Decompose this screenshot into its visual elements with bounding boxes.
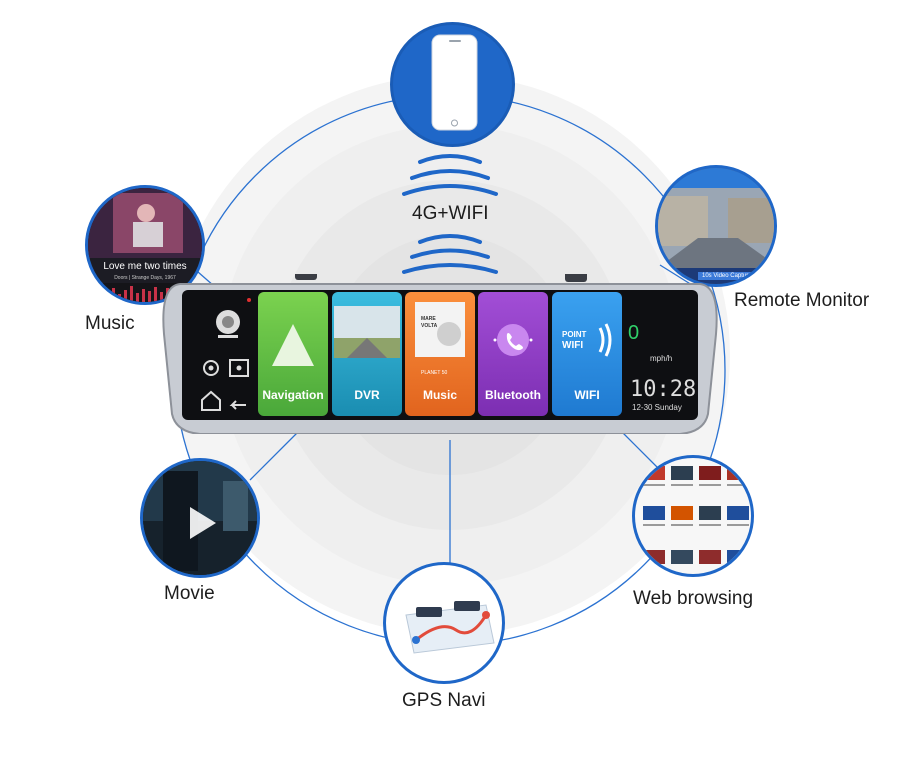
camera-icon[interactable] [216, 310, 240, 338]
tile-label: DVR [354, 388, 380, 402]
video-capture-button[interactable]: 10s Video Capture [698, 272, 756, 280]
tile-label: Bluetooth [485, 388, 541, 402]
clock-date: 12-30 Sunday [632, 403, 682, 412]
tile-bluetooth[interactable]: Bluetooth [478, 292, 548, 416]
web-browsing-label: Web browsing [633, 588, 754, 609]
speed-value: 0 [628, 322, 640, 344]
back-icon[interactable] [229, 400, 246, 410]
tile-navigation[interactable]: Navigation [258, 292, 328, 416]
movie-bubble [140, 458, 260, 578]
tile-label: Navigation [262, 388, 324, 402]
album-line1: MARE [421, 316, 436, 322]
web-connector [619, 429, 661, 471]
tile-label: WIFI [574, 388, 600, 402]
music-label: Music [85, 313, 135, 334]
wifi-text-line1: POINT [562, 330, 587, 339]
album-line2: VOLTA [421, 323, 438, 329]
remote-monitor-label: Remote Monitor [734, 290, 870, 311]
cast-icon[interactable] [229, 359, 249, 377]
road-photo-icon [334, 306, 400, 358]
web-browsing-bubble [632, 455, 754, 577]
connectivity-label: 4G+WIFI [412, 203, 489, 224]
phone-bubble [390, 22, 515, 147]
planet-text: PLANET 50 [421, 370, 448, 376]
tile-music[interactable]: MARE VOLTA PLANET 50 Music [405, 292, 475, 416]
remote-monitor-bubble: 10s Video Capture [655, 165, 777, 287]
play-icon[interactable] [143, 461, 260, 578]
video-grid-image [643, 466, 749, 564]
clock-time: 10:28 [630, 377, 697, 402]
gps-bubble [383, 562, 505, 684]
recording-indicator-icon [247, 298, 251, 302]
home-icon[interactable] [201, 390, 221, 411]
speed-unit: mph/h [650, 354, 673, 363]
tile-wifi[interactable]: POINT WIFI WIFI [552, 292, 622, 416]
movie-label: Movie [164, 583, 215, 604]
tile-dvr[interactable]: DVR [332, 292, 402, 416]
wifi-text-line2: WIFI [562, 340, 584, 351]
gps-navi-label: GPS Navi [402, 690, 486, 711]
phone-bluetooth-icon [493, 324, 533, 356]
song-subtitle: Doors | Strange Days, 1967 [114, 275, 176, 281]
album-art-icon [415, 302, 465, 357]
song-title: Love me two times [103, 261, 187, 272]
gear-icon[interactable] [203, 360, 219, 376]
wifi-signal-icon [598, 323, 612, 357]
smartphone-icon [431, 34, 478, 131]
tile-label: Music [422, 388, 457, 402]
movie-connector [249, 429, 301, 481]
navigation-arrow-icon [272, 324, 314, 366]
map-route-icon [405, 601, 495, 654]
